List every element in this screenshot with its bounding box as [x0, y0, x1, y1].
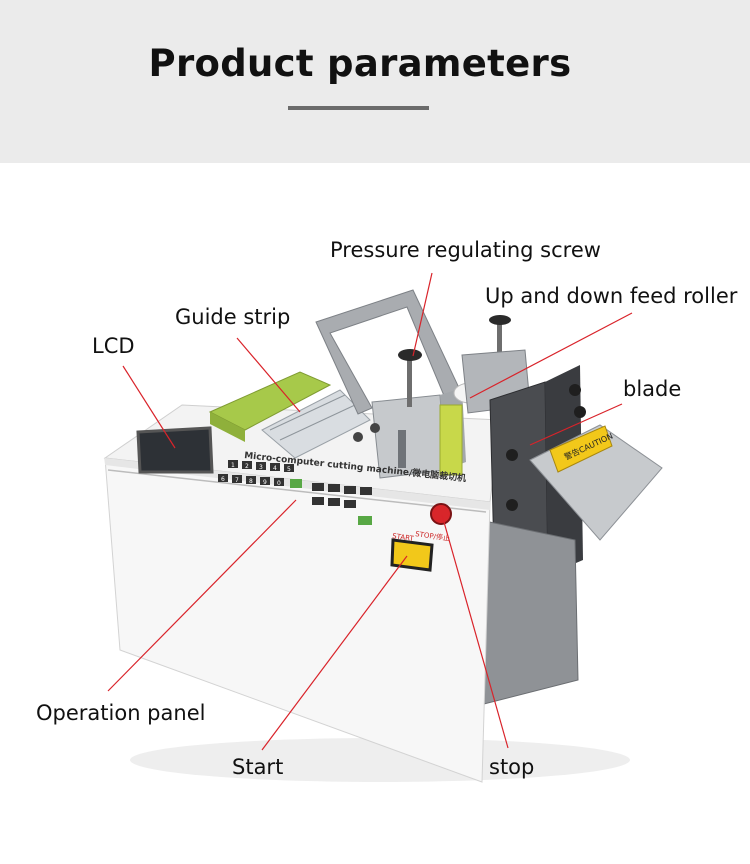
key-button[interactable]	[218, 474, 228, 482]
bolt	[353, 432, 363, 442]
key-digit: 4	[273, 465, 277, 472]
key-digit: 7	[235, 477, 239, 484]
guide-strip-rail	[279, 404, 356, 441]
roller-screw-knob	[489, 315, 511, 325]
key-button[interactable]	[328, 484, 340, 492]
bolt	[506, 499, 518, 511]
bolt	[370, 423, 380, 433]
lcd-screen	[136, 426, 214, 474]
key-button[interactable]	[274, 478, 284, 486]
leader-feed-roller	[469, 312, 633, 399]
guide-strip-rail	[269, 394, 346, 431]
key-digit: 6	[221, 476, 225, 483]
machine-illustration: 警告CAUTION Micro-computer cutting machine…	[103, 272, 663, 783]
bolt	[569, 384, 581, 396]
key-button[interactable]	[312, 483, 324, 491]
key-button[interactable]	[328, 498, 340, 506]
key-button[interactable]	[360, 487, 372, 495]
start-button[interactable]	[390, 538, 434, 572]
start-button-label: START	[392, 532, 415, 543]
pressure-screw-knob	[398, 349, 422, 361]
label-blade: blade	[623, 377, 682, 401]
label-feed-roller: Up and down feed roller	[485, 284, 738, 308]
key-button[interactable]	[260, 477, 270, 485]
bolt	[574, 406, 586, 418]
roller-screw-rod	[497, 318, 502, 360]
leader-operation-panel	[107, 499, 297, 692]
header-banner: Product parameters	[0, 0, 750, 163]
key-digit: 9	[263, 479, 267, 486]
feed-roller-green	[439, 404, 463, 476]
key-button[interactable]	[256, 462, 266, 470]
bolt	[506, 449, 518, 461]
key-digit: 3	[259, 464, 263, 471]
key-button[interactable]	[344, 486, 356, 494]
keypad: 1 2 3 4 5 6 7 8 9 0	[218, 460, 372, 525]
leader-lcd	[122, 365, 176, 449]
floor-shadow	[130, 738, 630, 782]
leader-start	[261, 555, 408, 751]
key-button[interactable]	[246, 476, 256, 484]
leader-blade	[529, 403, 623, 446]
label-guide-strip: Guide strip	[175, 305, 291, 329]
key-digit: 5	[287, 466, 291, 473]
leader-guide-strip	[236, 337, 301, 413]
key-button[interactable]	[242, 461, 252, 469]
caution-label	[549, 425, 613, 473]
page-title: Product parameters	[148, 42, 572, 85]
key-button[interactable]	[228, 460, 238, 468]
green-roller-side	[210, 412, 245, 442]
key-digit: 2	[245, 463, 249, 470]
key-button[interactable]	[344, 500, 356, 508]
label-lcd: LCD	[92, 334, 135, 358]
key-digit: 1	[231, 462, 235, 469]
key-button[interactable]	[270, 463, 280, 471]
key-button[interactable]	[312, 497, 324, 505]
key-button[interactable]	[232, 475, 242, 483]
leader-lines	[107, 272, 633, 751]
scale-slot	[398, 430, 406, 468]
key-button-green[interactable]	[358, 516, 372, 525]
label-pressure-screw: Pressure regulating screw	[330, 238, 601, 262]
leader-stop	[441, 514, 509, 749]
key-button-green[interactable]	[290, 479, 302, 488]
title-underline	[288, 106, 429, 110]
guide-strip-tray	[261, 389, 371, 459]
key-button[interactable]	[284, 464, 294, 472]
pressure-frame	[315, 289, 461, 415]
front-ruler	[107, 469, 487, 513]
stop-button[interactable]	[430, 503, 452, 525]
leader-pressure-screw	[412, 272, 433, 357]
lower-body	[479, 519, 579, 706]
label-operation-panel: Operation panel	[36, 701, 206, 725]
key-digit: 0	[277, 480, 281, 487]
key-digit: 8	[249, 478, 253, 485]
label-stop: stop	[489, 755, 535, 779]
pressure-screw-rod	[407, 355, 412, 407]
label-start: Start	[232, 755, 284, 779]
